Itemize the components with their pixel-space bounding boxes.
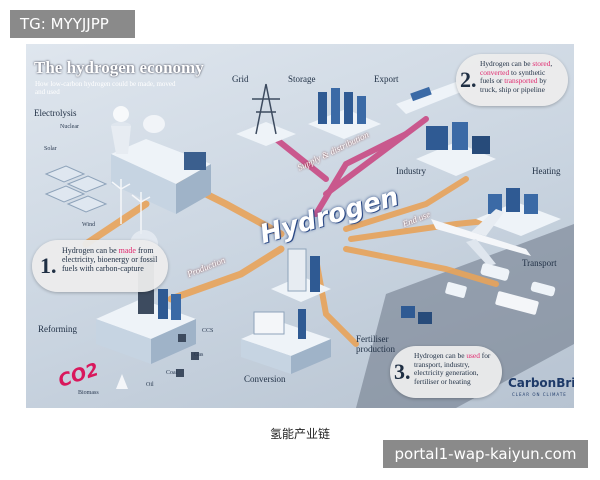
label-industry: Industry [396, 166, 426, 176]
hydrogen-hub [271, 248, 331, 302]
label-coal: Coal [166, 370, 178, 376]
label-ccs: CCS [202, 328, 214, 334]
flow-conversion [313, 256, 359, 347]
watermark: portal1-wap-kaiyun.com [383, 440, 588, 468]
callout-1: 1. Hydrogen can be made from electricity… [32, 240, 168, 292]
callout-1-post: from electricity, bioenergy or fossil fu… [62, 246, 158, 273]
label-electrolysis: Electrolysis [34, 108, 77, 118]
callout-2-mid: , [550, 59, 553, 68]
callout-3-pre: Hydrogen can be [414, 351, 467, 360]
label-nuclear: Nuclear [60, 124, 79, 130]
fertiliser-sacks [401, 306, 432, 324]
flow-transport [343, 246, 499, 287]
label-storage: Storage [288, 74, 316, 84]
label-grid: Grid [232, 74, 249, 84]
label-heating: Heating [532, 166, 561, 176]
callout-2-text: Hydrogen can be stored, converted to syn… [480, 59, 560, 94]
callout-3-post: for transport, industry, electricity gen… [414, 351, 491, 386]
industry-buildings [416, 122, 496, 176]
solar-panels [44, 165, 108, 213]
callout-2-highlight: stored [532, 59, 551, 68]
callout-2-mid2: to synthetic fuels or [480, 67, 546, 86]
electrolysis-plant [111, 106, 211, 214]
callout-2: 2. Hydrogen can be stored, converted to … [456, 54, 568, 106]
carbonbrief-logo: CarbonBrief [508, 376, 574, 390]
callout-2-pre: Hydrogen can be [480, 59, 533, 68]
flow-renewables [82, 200, 150, 248]
carbonbrief-tagline: CLEAR ON CLIMATE [512, 392, 567, 397]
label-reforming: Reforming [38, 324, 77, 334]
callout-1-number: 1. [40, 253, 57, 278]
hydrogen-economy-infographic: The hydrogen economy How low-carbon hydr… [26, 44, 574, 408]
label-fertiliser: Fertiliser production [356, 334, 395, 354]
callout-3-text: Hydrogen can be used for transport, indu… [414, 351, 494, 386]
label-biomass: Biomass [78, 390, 99, 396]
label-gas: Gas [194, 352, 204, 358]
flow-grid [273, 136, 329, 182]
infographic-subtitle: How low-carbon hydrogen could be made, m… [35, 80, 176, 96]
callout-2-post: by truck, ship or pipeline [480, 76, 547, 94]
export-ship [396, 82, 466, 114]
overlay-tag: TG: MYYJJPP [10, 10, 135, 38]
callout-2-highlight3: transported [504, 76, 538, 86]
airplane [431, 209, 531, 266]
label-transport: Transport [522, 258, 557, 268]
callout-3-number: 3. [394, 359, 411, 384]
label-conversion: Conversion [244, 374, 286, 384]
callout-3: 3. Hydrogen can be used for transport, i… [390, 346, 502, 398]
wind-turbines [111, 179, 151, 234]
callout-2-number: 2. [460, 67, 477, 92]
vehicles [445, 263, 556, 315]
figure-caption: 氢能产业链 [269, 427, 330, 441]
flow-storage [313, 131, 409, 217]
label-export: Export [374, 74, 399, 84]
infographic-title: The hydrogen economy [34, 58, 204, 77]
supply-flows [273, 116, 429, 217]
conversion-plant [241, 309, 331, 374]
label-wind: Wind [82, 222, 96, 228]
callout-3-highlight: used [466, 351, 480, 360]
grid-pylon [236, 83, 296, 146]
storage-tanks [308, 88, 381, 139]
callout-1-pre: Hydrogen can be [62, 246, 119, 255]
callout-2-highlight2: converted [480, 67, 510, 77]
label-oil: Oil [146, 382, 154, 388]
flow-reforming [167, 245, 285, 303]
label-solar: Solar [44, 146, 57, 152]
callout-1-highlight: made [118, 246, 136, 255]
flow-export [323, 116, 429, 197]
fossil-sources [116, 334, 199, 389]
flow-industry [343, 176, 469, 232]
callout-1-text: Hydrogen can be made from electricity, b… [62, 246, 160, 273]
